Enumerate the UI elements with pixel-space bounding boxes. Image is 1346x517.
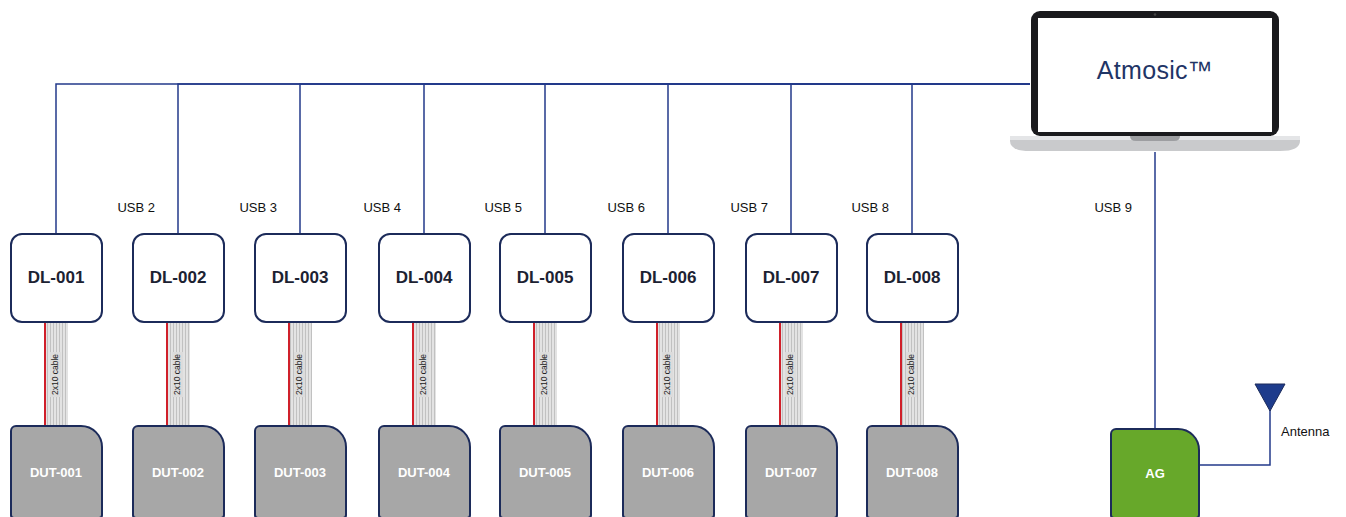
ribbon-pin1-stripe: [288, 323, 290, 425]
cable-label: 2x10 cable: [51, 351, 62, 396]
device-under-test-box: DUT-007: [745, 425, 838, 517]
wire: [56, 84, 1030, 233]
ribbon-pin1-stripe: [656, 323, 658, 425]
box-label: AG: [1145, 466, 1165, 481]
laptop-host: Atmosic™: [1010, 10, 1300, 152]
ribbon-pin1-stripe: [779, 323, 781, 425]
ribbon-body: [166, 323, 190, 425]
ribbon-body: [656, 323, 680, 425]
box-label: DUT-005: [519, 465, 571, 480]
wire: [668, 84, 1030, 233]
box-label: DUT-008: [886, 465, 938, 480]
usb-port-label: USB 9: [1094, 200, 1132, 215]
wire: [791, 84, 1030, 233]
ribbon-cable: [166, 323, 190, 425]
usb-bus-line: [178, 84, 1030, 233]
wire: [424, 84, 1030, 233]
debug-link-box: DL-006: [622, 233, 715, 323]
usb-port-label: USB 6: [607, 200, 645, 215]
device-under-test-box: DUT-001: [10, 425, 103, 517]
cable-label: 2x10 cable: [419, 351, 430, 396]
wire: [1154, 152, 1156, 428]
ribbon-body: [288, 323, 312, 425]
box-label: DL-007: [763, 268, 820, 288]
debug-link-box: DL-004: [378, 233, 471, 323]
box-label: DL-003: [272, 268, 329, 288]
usb-bus-line: [668, 84, 1030, 233]
cable-label: 2x10 cable: [295, 351, 306, 396]
antenna-symbol: [1255, 384, 1285, 411]
ribbon-cable: [412, 323, 436, 425]
debug-link-box: DL-002: [132, 233, 225, 323]
debug-link-box: DL-003: [254, 233, 347, 323]
usb-bus-line: [791, 84, 1030, 233]
box-label: DL-006: [640, 268, 697, 288]
debug-link-box: DL-001: [10, 233, 103, 323]
cable-label: 2x10 cable: [173, 351, 184, 396]
box-label: DL-004: [396, 268, 453, 288]
box-label: DUT-006: [642, 465, 694, 480]
usb-port-label: USB 2: [117, 200, 155, 215]
ribbon-body: [779, 323, 803, 425]
device-under-test-box: DUT-006: [622, 425, 715, 517]
debug-link-box: DL-005: [499, 233, 592, 323]
usb-bus-line: [912, 84, 1030, 233]
device-under-test-box: DUT-002: [132, 425, 225, 517]
device-under-test-box: DUT-003: [254, 425, 347, 517]
cable-label: 2x10 cable: [540, 351, 551, 396]
wire: [545, 84, 1030, 233]
wire: [178, 84, 1030, 233]
box-label: DUT-007: [765, 465, 817, 480]
ribbon-pin1-stripe: [412, 323, 414, 425]
usb-bus-line: [56, 84, 1030, 233]
box-label: DUT-003: [274, 465, 326, 480]
box-label: DL-005: [517, 268, 574, 288]
ribbon-pin1-stripe: [533, 323, 535, 425]
debug-link-box: DL-008: [866, 233, 959, 323]
ribbon-cable: [44, 323, 68, 425]
ribbon-pin1-stripe: [166, 323, 168, 425]
usb-port-label: USB 4: [363, 200, 401, 215]
box-label: DUT-002: [152, 465, 204, 480]
debug-link-box: DL-007: [745, 233, 838, 323]
ribbon-cable: [533, 323, 557, 425]
ribbon-cable: [779, 323, 803, 425]
antenna-gateway-box: AG: [1110, 428, 1200, 517]
usb-port-label: USB 5: [484, 200, 522, 215]
ribbon-body: [900, 323, 924, 425]
device-under-test-box: DUT-004: [378, 425, 471, 517]
usb-port-label: USB 8: [851, 200, 889, 215]
box-label: DUT-004: [398, 465, 450, 480]
ribbon-pin1-stripe: [44, 323, 46, 425]
cable-label: 2x10 cable: [663, 351, 674, 396]
box-label: DL-001: [28, 268, 85, 288]
ribbon-cable: [656, 323, 680, 425]
usb-bus-line: [545, 84, 1030, 233]
ribbon-body: [533, 323, 557, 425]
ribbon-cable: [288, 323, 312, 425]
box-label: DUT-001: [30, 465, 82, 480]
usb-port-label: USB 7: [730, 200, 768, 215]
brand-logo: Atmosic™: [1097, 56, 1213, 85]
wire: [300, 84, 1030, 233]
device-under-test-box: DUT-008: [866, 425, 959, 517]
usb-line: [1155, 152, 1156, 428]
ribbon-body: [412, 323, 436, 425]
wire: [912, 84, 1030, 233]
ribbon-cable: [900, 323, 924, 425]
cable-label: 2x10 cable: [907, 351, 918, 396]
usb-port-label: USB 3: [239, 200, 277, 215]
antenna-wire: [1200, 410, 1270, 465]
cable-label: 2x10 cable: [786, 351, 797, 396]
ribbon-pin1-stripe: [900, 323, 902, 425]
box-label: DL-008: [884, 268, 941, 288]
box-label: DL-002: [150, 268, 207, 288]
ribbon-body: [44, 323, 68, 425]
usb-bus-line: [424, 84, 1030, 233]
device-under-test-box: DUT-005: [499, 425, 592, 517]
antenna-label: Antenna: [1281, 424, 1329, 439]
usb-bus-line: [300, 84, 1030, 233]
